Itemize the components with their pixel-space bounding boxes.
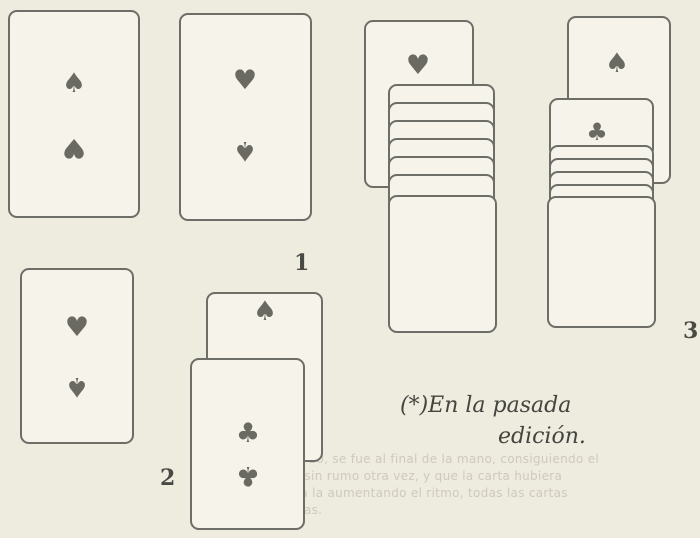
stacked-card-top-right (547, 196, 656, 328)
card-spade-heart: ♠ ♥ (8, 10, 140, 218)
card-heart-spade: ♥ ♠ (179, 13, 312, 221)
club-icon: ♣ (236, 420, 260, 447)
stacked-card-top (388, 195, 497, 333)
bleed-through-line-2: ente, sin rumo otra vez, y que la carta … (268, 469, 562, 483)
heart-icon: ♥ (62, 134, 86, 161)
footnote-line-2: edición. (498, 424, 586, 449)
card-club-front: ♣ ♣ (190, 358, 305, 530)
bleed-through-line-3: y para la aumentando el ritmo, todas las… (268, 486, 568, 500)
card-heart-spade-lower: ♥ ♠ (20, 268, 134, 444)
spade-icon: ♠ (62, 70, 86, 97)
spade-icon: ♠ (233, 137, 257, 164)
group-label-3: 3 (683, 318, 698, 344)
heart-icon: ♥ (233, 67, 257, 94)
heart-icon: ♥ (406, 52, 430, 79)
group-label-2: 2 (160, 465, 175, 491)
spade-icon: ♠ (65, 373, 89, 400)
spade-icon: ♠ (605, 50, 629, 77)
spade-icon: ♠ (253, 298, 277, 325)
footnote-line-1: (*)En la pasada (400, 393, 571, 418)
group-label-1: 1 (294, 250, 309, 276)
club-icon: ♣ (586, 120, 608, 144)
club-icon: ♣ (236, 462, 260, 489)
heart-icon: ♥ (65, 314, 89, 341)
